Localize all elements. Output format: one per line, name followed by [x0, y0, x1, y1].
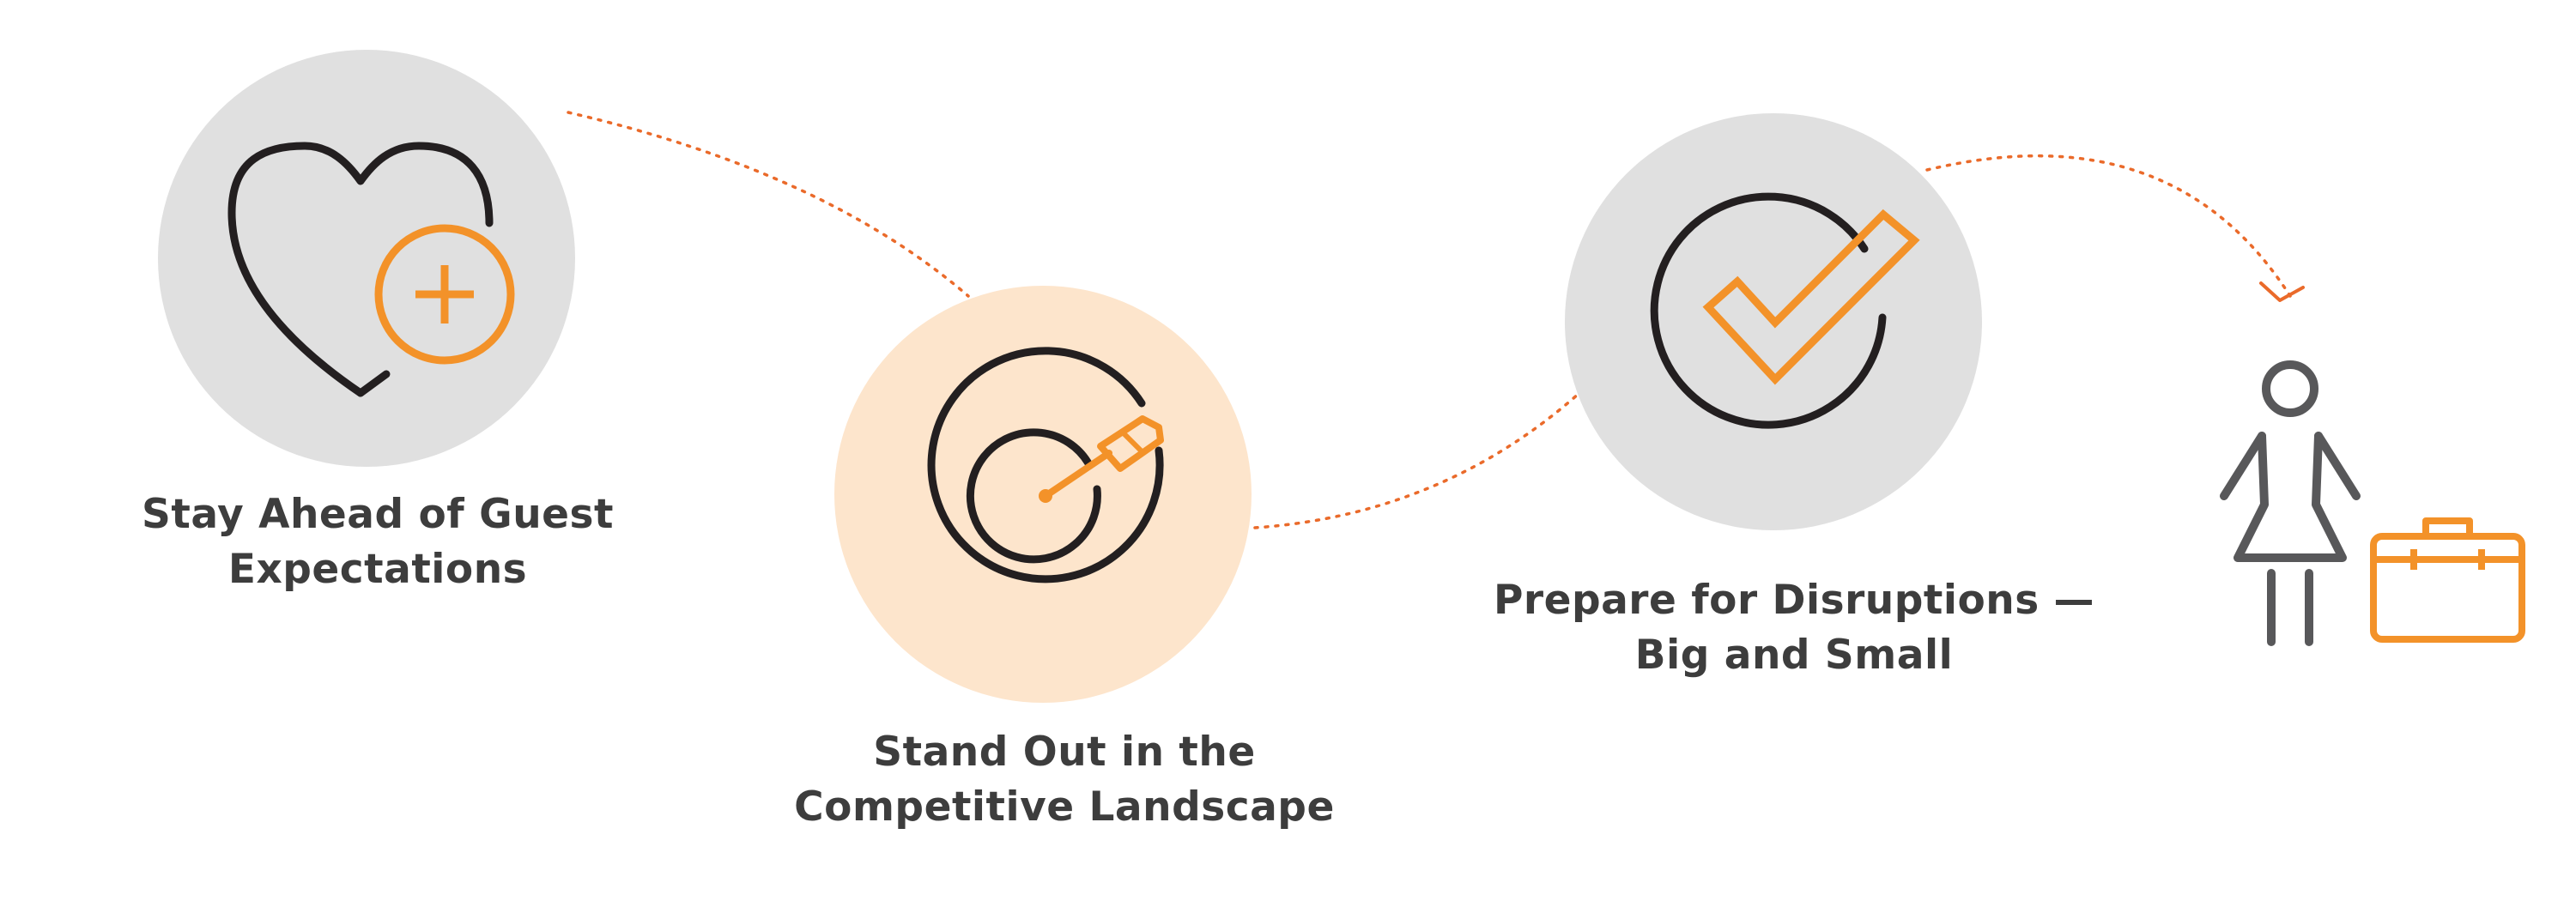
- check-ring: [1650, 192, 1887, 429]
- step-guest-expectations: [158, 50, 575, 467]
- step-label-line: Prepare for Disruptions —: [1493, 577, 2095, 624]
- connector-step-2-to-3: [1253, 391, 1581, 529]
- suitcase-body: [2370, 533, 2525, 643]
- step-disruptions: [1565, 113, 1982, 530]
- step-circle: [158, 50, 575, 467]
- traveler-suitcase-icon: [2220, 360, 2525, 646]
- suitcase-handle: [2422, 517, 2473, 536]
- step-competitive-landscape: [834, 286, 1252, 703]
- traveler-left-arm: [2220, 432, 2266, 500]
- step-label-line: Expectations: [227, 546, 528, 593]
- step-label-line: Big and Small: [1634, 632, 1954, 679]
- target-outer-ring: [927, 347, 1164, 584]
- checkmark: [1702, 209, 1920, 385]
- connector-step-1-to-2: [567, 111, 970, 298]
- heart-outline: [227, 142, 494, 397]
- heart-outline-tail: [356, 370, 391, 397]
- traveler-right-arm: [2314, 432, 2361, 500]
- traveler-head: [2262, 360, 2318, 417]
- checkmark-circle-icon: [1650, 192, 1920, 429]
- heart-plus-icon: [227, 142, 515, 397]
- arrow-fletching: [1097, 415, 1164, 472]
- suitcase: [2370, 517, 2525, 643]
- step-label-competitive-landscape: Stand Out in the Competitive Landscape: [773, 725, 1356, 835]
- arrow-shaft: [1042, 450, 1112, 499]
- traveler-figure: [2220, 360, 2361, 646]
- arrow-tip: [1039, 489, 1052, 503]
- step-label-line: Competitive Landscape: [794, 783, 1335, 831]
- target-inner-ring: [966, 428, 1101, 564]
- step-label-disruptions: Prepare for Disruptions — Big and Small: [1459, 573, 2129, 683]
- step-label-guest-expectations: Stay Ahead of Guest Expectations: [120, 487, 635, 597]
- connector-step-3-to-4: [1925, 154, 2292, 298]
- target-arrow-icon: [927, 347, 1164, 584]
- step-label-line: Stand Out in the: [873, 729, 1256, 776]
- connector-arrowhead: [2259, 281, 2305, 302]
- traveler-dress: [2234, 432, 2347, 562]
- arrow-fletching-divider: [1120, 430, 1146, 456]
- step-label-line: Stay Ahead of Guest: [142, 491, 614, 538]
